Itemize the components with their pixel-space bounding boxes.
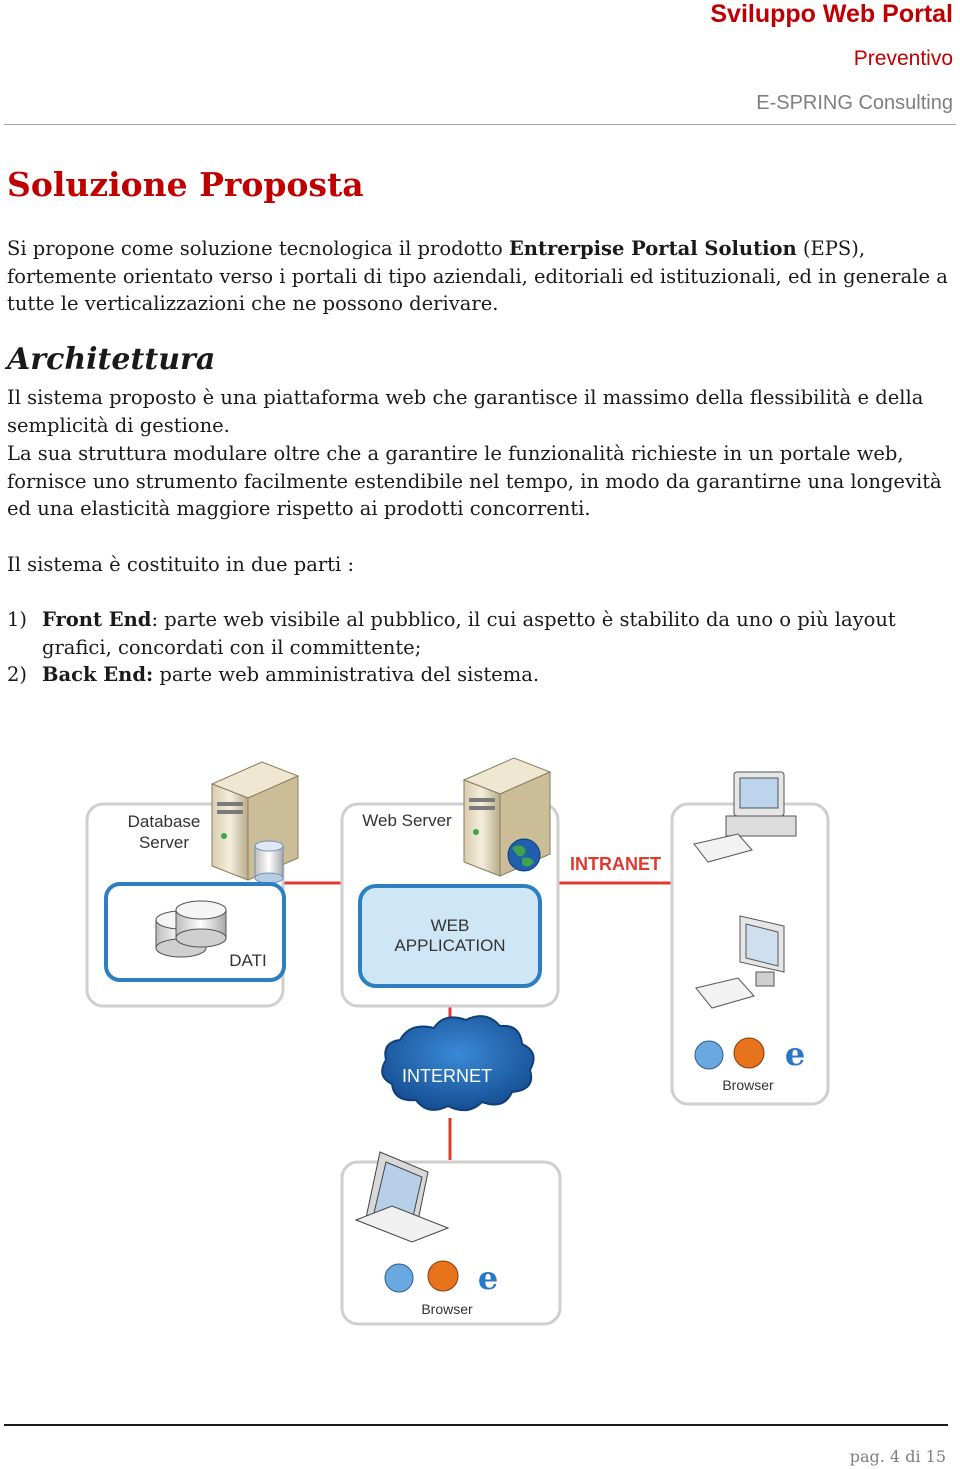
footer-divider bbox=[4, 1424, 948, 1426]
internet-client-box: e Browser bbox=[340, 1151, 562, 1326]
header-subtitle: Preventivo bbox=[853, 47, 953, 70]
flat-monitor-icon bbox=[695, 915, 785, 1009]
arch-paragraph-2: La sua struttura modulare oltre che a ga… bbox=[7, 442, 942, 521]
intranet-clients-box: e Browser bbox=[670, 771, 830, 1106]
ie-icon: e bbox=[785, 1035, 805, 1073]
database-cylinder-icon bbox=[254, 840, 284, 884]
intro-paragraph: Si propone come soluzione tecnologica il… bbox=[7, 235, 952, 318]
header-divider bbox=[4, 124, 956, 125]
architecture-diagram: Database Server DATI Web Server bbox=[85, 757, 830, 1326]
arch-paragraph-1: Il sistema proposto è una piattaforma we… bbox=[7, 386, 924, 437]
section-title: Soluzione Proposta bbox=[7, 165, 364, 204]
web-app-label-1: WEB bbox=[431, 916, 470, 935]
db-server-label-2: Server bbox=[139, 833, 189, 852]
laptop-icon bbox=[354, 1151, 450, 1243]
list-number: 2) bbox=[7, 663, 28, 687]
db-server-label-1: Database bbox=[128, 812, 201, 831]
desktop-computer-icon bbox=[693, 771, 797, 863]
internet-cloud: INTERNET bbox=[381, 1015, 535, 1112]
browser-icons: e bbox=[694, 1035, 805, 1073]
page-number: pag. 4 di 15 bbox=[849, 1447, 946, 1466]
intranet-label: INTRANET bbox=[570, 854, 661, 874]
internet-label: INTERNET bbox=[402, 1066, 492, 1086]
product-name: Entrerpise Portal Solution bbox=[508, 237, 797, 260]
list-number: 1) bbox=[7, 608, 28, 631]
web-application-container bbox=[358, 884, 542, 988]
list-term: Back End: bbox=[42, 663, 154, 687]
parts-list: 1) Front End: parte web visibile al pubbl… bbox=[7, 606, 952, 689]
header-title: Sviluppo Web Portal bbox=[710, 0, 953, 28]
header-company: E-SPRING Consulting bbox=[756, 92, 953, 114]
web-server-label: Web Server bbox=[362, 811, 452, 830]
list-desc: : parte web visibile al pubblico, il cui… bbox=[42, 608, 896, 659]
list-item: 1) Front End: parte web visibile al pubbl… bbox=[7, 606, 952, 661]
browser-label-internet: Browser bbox=[421, 1301, 473, 1317]
browser-icons: e bbox=[384, 1259, 498, 1297]
subsection-title: Architettura bbox=[7, 342, 216, 377]
list-term: Front End bbox=[42, 608, 152, 631]
intro-rest: (EPS), fortemente orientato verso i port… bbox=[7, 237, 948, 316]
web-app-label-2: APPLICATION bbox=[394, 936, 505, 955]
globe-icon bbox=[507, 838, 541, 872]
database-server-box: Database Server DATI bbox=[85, 761, 300, 1008]
list-desc: parte web amministrativa del sistema. bbox=[153, 663, 540, 687]
arch-paragraph-3: Il sistema è costituito in due parti : bbox=[7, 553, 355, 576]
web-server-box: Web Server WEB APPLICATION bbox=[340, 757, 560, 1008]
ie-icon: e bbox=[478, 1259, 498, 1297]
list-item: 2) Back End: parte web amministrativa del… bbox=[7, 661, 952, 689]
intro-lead: Si propone come soluzione tecnologica il… bbox=[7, 237, 509, 260]
dati-storage-icon bbox=[155, 900, 227, 958]
browser-label-intranet: Browser bbox=[722, 1077, 774, 1093]
dati-label: DATI bbox=[229, 951, 266, 970]
